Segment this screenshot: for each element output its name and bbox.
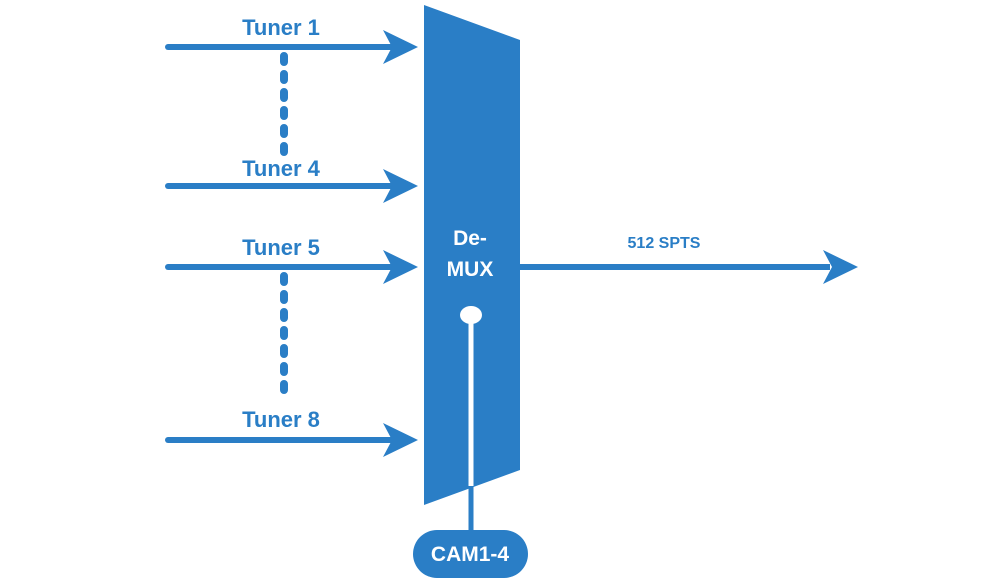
cam-connector-node xyxy=(460,306,482,324)
input-arrow-tuner-4 xyxy=(165,169,418,203)
cam-module xyxy=(413,530,528,578)
input-arrow-tuner-8 xyxy=(165,423,418,457)
input-arrow-tuner-5 xyxy=(165,250,418,284)
demux-label-line-1: De- xyxy=(453,227,487,250)
tuner-1-label: Tuner 1 xyxy=(242,15,320,40)
output-arrow xyxy=(518,250,858,284)
output-label: 512 SPTS xyxy=(628,235,701,252)
tuner-5-label: Tuner 5 xyxy=(242,235,320,260)
tuner-4-label: Tuner 4 xyxy=(242,156,321,181)
demux-block xyxy=(424,5,520,505)
input-arrow-tuner-1 xyxy=(165,30,418,64)
tuner-8-label: Tuner 8 xyxy=(242,407,320,432)
cam-label: CAM1-4 xyxy=(431,543,509,566)
demux-label-line-2: MUX xyxy=(447,258,494,281)
